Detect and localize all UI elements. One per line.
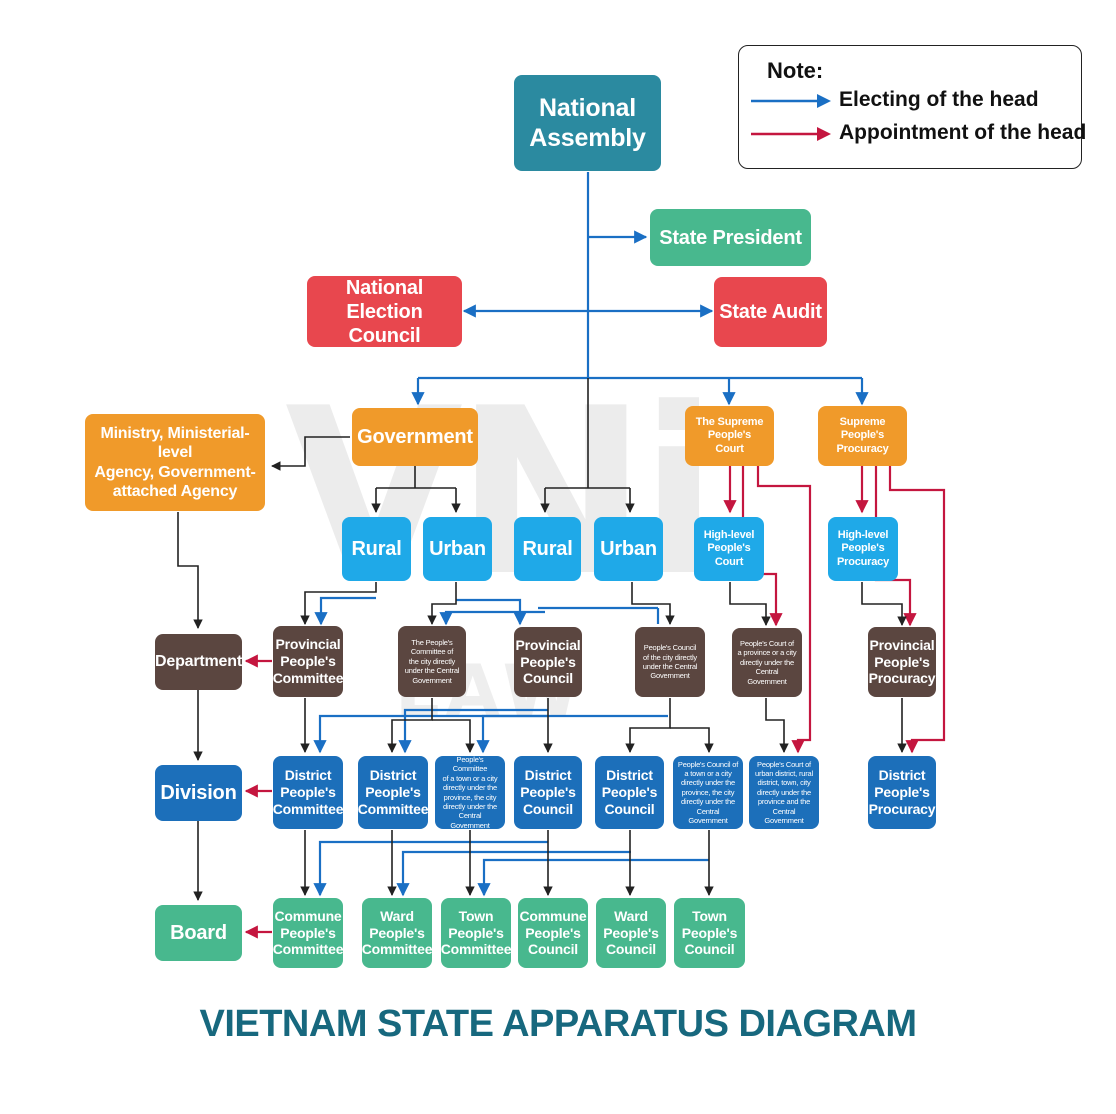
page-title: VIETNAM STATE APPARATUS DIAGRAM: [199, 1003, 917, 1045]
node-commune-committee: Commune People's Committee: [273, 898, 343, 968]
node-national-assembly: National Assembly: [514, 75, 661, 171]
legend-label-election: Electing of the head: [839, 88, 1039, 111]
legend: Note: Electing of the head Appointment o…: [738, 45, 1086, 169]
node-town-committee: Town People's Committee: [441, 898, 511, 968]
node-provincial-council: Provincial People's Council: [514, 627, 582, 697]
node-ward-council: Ward People's Council: [596, 898, 666, 968]
node-government: Government: [352, 408, 478, 466]
node-town-council: Town People's Council: [674, 898, 745, 968]
node-district-committee-urban: District People's Committee: [358, 756, 428, 829]
node-high-court: High-level People's Court: [694, 517, 764, 581]
structure-connectors: [177, 378, 907, 901]
node-board: Board: [155, 905, 242, 961]
blue-arrow-icon: [751, 94, 831, 108]
legend-title: Note:: [767, 58, 824, 83]
node-supreme-court: The Supreme People's Court: [685, 406, 774, 466]
legend-item-election: Electing of the head: [751, 88, 1081, 116]
node-national-election-council: National Election Council: [307, 276, 462, 347]
node-gov-rural: Rural: [342, 517, 411, 581]
node-district-council-urban: District People's Council: [595, 756, 664, 829]
node-district-court: People's Court of urban district, rural …: [749, 756, 819, 829]
node-ward-committee: Ward People's Committee: [362, 898, 432, 968]
node-provincial-committee: Provincial People's Committee: [273, 626, 343, 697]
node-high-procuracy: High-level People's Procuracy: [828, 517, 898, 581]
node-na-rural: Rural: [514, 517, 581, 581]
node-provincial-court: People's Court of a province or a city d…: [732, 628, 802, 697]
node-city-council: People's Council of the city directly un…: [635, 627, 705, 697]
election-connectors: [313, 172, 869, 897]
node-provincial-procuracy: Provincial People's Procuracy: [868, 627, 936, 697]
legend-label-appointment: Appointment of the head: [839, 121, 1087, 144]
node-district-council-rural: District People's Council: [514, 756, 582, 829]
node-department: Department: [155, 634, 242, 690]
node-city-committee: The People's Committee of the city direc…: [398, 626, 466, 697]
node-gov-urban: Urban: [423, 517, 492, 581]
node-town-council-district: People's Council of a town or a city dir…: [673, 756, 743, 829]
node-division: Division: [155, 765, 242, 821]
node-district-committee-rural: District People's Committee: [273, 756, 343, 829]
watermark: VNi: [285, 360, 718, 627]
node-na-urban: Urban: [594, 517, 663, 581]
node-ministry: Ministry, Ministerial-level Agency, Gove…: [85, 414, 265, 511]
red-arrow-icon: [751, 127, 831, 141]
node-town-committee-district: People's Committee of a town or a city d…: [435, 755, 505, 830]
node-district-procuracy: District People's Procuracy: [868, 756, 936, 829]
node-commune-council: Commune People's Council: [518, 898, 588, 968]
node-state-president: State President: [650, 209, 811, 266]
legend-item-appointment: Appointment of the head: [751, 121, 1086, 149]
node-state-audit: State Audit: [714, 277, 827, 347]
node-supreme-procuracy: Supreme People's Procuracy: [818, 406, 907, 466]
